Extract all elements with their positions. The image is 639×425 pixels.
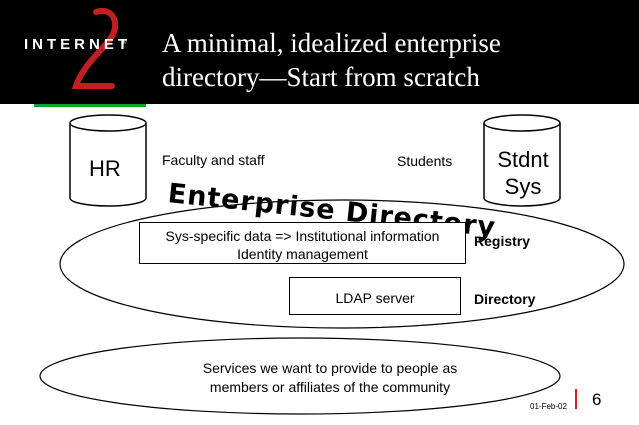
stdnt-label: Stdnt [497,147,549,172]
page-number: 6 [592,390,602,409]
slide-title: A minimal, idealized enterprise director… [162,26,632,94]
footer-red-bar [575,389,577,409]
faculty-staff-label: Faculty and staff [162,152,265,168]
title-line-2: directory—Start from scratch [162,62,480,92]
students-label: Students [397,153,453,169]
services-line-2: members or affiliates of the community [209,379,451,395]
student-system-cylinder [483,114,561,207]
sys-label: Sys [504,174,542,199]
enterprise-directory-ellipse [59,199,625,329]
sys-specific-line-2: Identity management [237,246,368,262]
slide-date: 01-Feb-02 [530,402,567,411]
hr-label: HR [89,156,121,181]
logo-trademark: ® [122,40,127,46]
logo-text: INTERNET [24,36,131,53]
ldap-server-box: LDAP server [289,277,461,315]
hr-database-cylinder [69,114,147,207]
title-accent-line [34,104,146,107]
services-line-1: Services we want to provide to people as [202,360,458,376]
services-text: Services we want to provide to people as… [180,359,480,397]
directory-label: Directory [474,291,536,307]
internet2-logo [71,8,119,89]
institutional-info-box: Sys-specific data => Institutional infor… [139,222,466,264]
registry-label: Registry [474,233,531,249]
services-ellipse [39,337,561,415]
title-line-1: A minimal, idealized enterprise [162,28,501,58]
stdnt-sys-label: Stdnt Sys [497,146,549,200]
sys-specific-line-1: Sys-specific data => Institutional infor… [165,228,440,244]
